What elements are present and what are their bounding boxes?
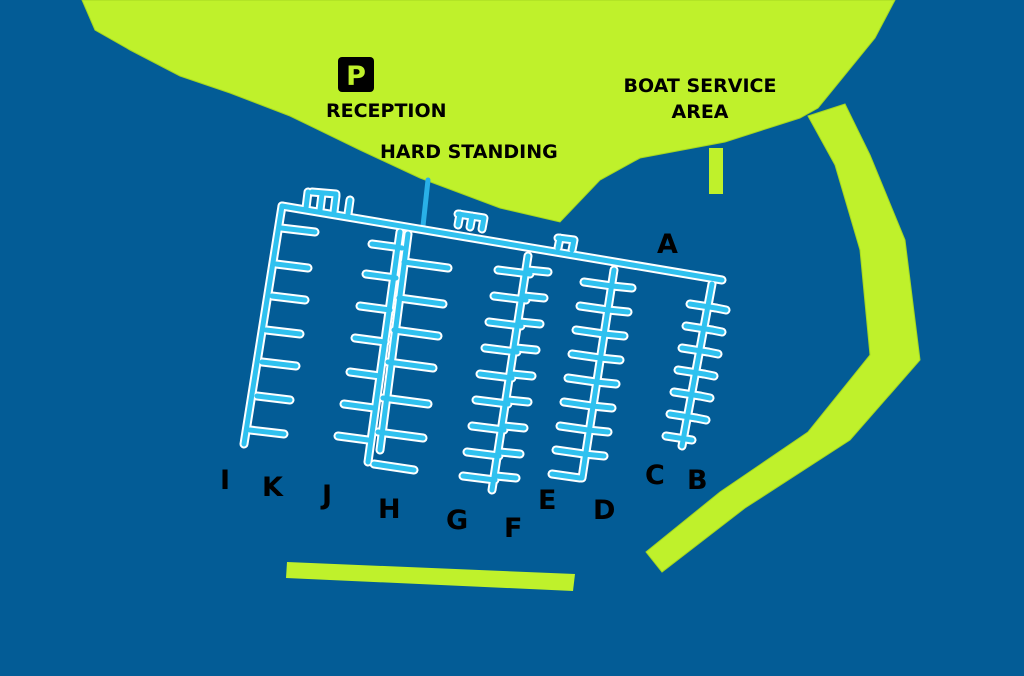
pier-label-i: I bbox=[220, 465, 230, 496]
pier-label-b: B bbox=[687, 465, 708, 496]
hard-standing-walkway bbox=[420, 177, 431, 229]
hard-standing-label: HARD STANDING bbox=[380, 141, 558, 163]
pontoon-core bbox=[241, 189, 729, 493]
pier-label-a: A bbox=[657, 229, 678, 260]
reception-label: RECEPTION bbox=[326, 100, 447, 122]
pier-label-j: J bbox=[320, 480, 332, 511]
pier-label-c: C bbox=[645, 460, 665, 491]
pier-label-g: G bbox=[446, 505, 468, 536]
pier-label-e: E bbox=[538, 485, 556, 516]
boat-service-slip bbox=[709, 148, 723, 194]
pier-label-k: K bbox=[262, 472, 284, 503]
boat-service-label-line1: BOAT SERVICE bbox=[624, 75, 777, 97]
pier-label-d: D bbox=[593, 495, 615, 526]
north-shore-land bbox=[81, 0, 896, 223]
parking-icon-letter: P bbox=[346, 61, 366, 92]
parking-icon[interactable]: P bbox=[338, 57, 374, 92]
boat-service-label-line2: AREA bbox=[671, 101, 728, 123]
east-breakwater bbox=[645, 103, 921, 573]
south-breakwater bbox=[286, 562, 575, 591]
pier-label-h: H bbox=[378, 494, 401, 525]
pier-label-f: F bbox=[504, 513, 522, 544]
